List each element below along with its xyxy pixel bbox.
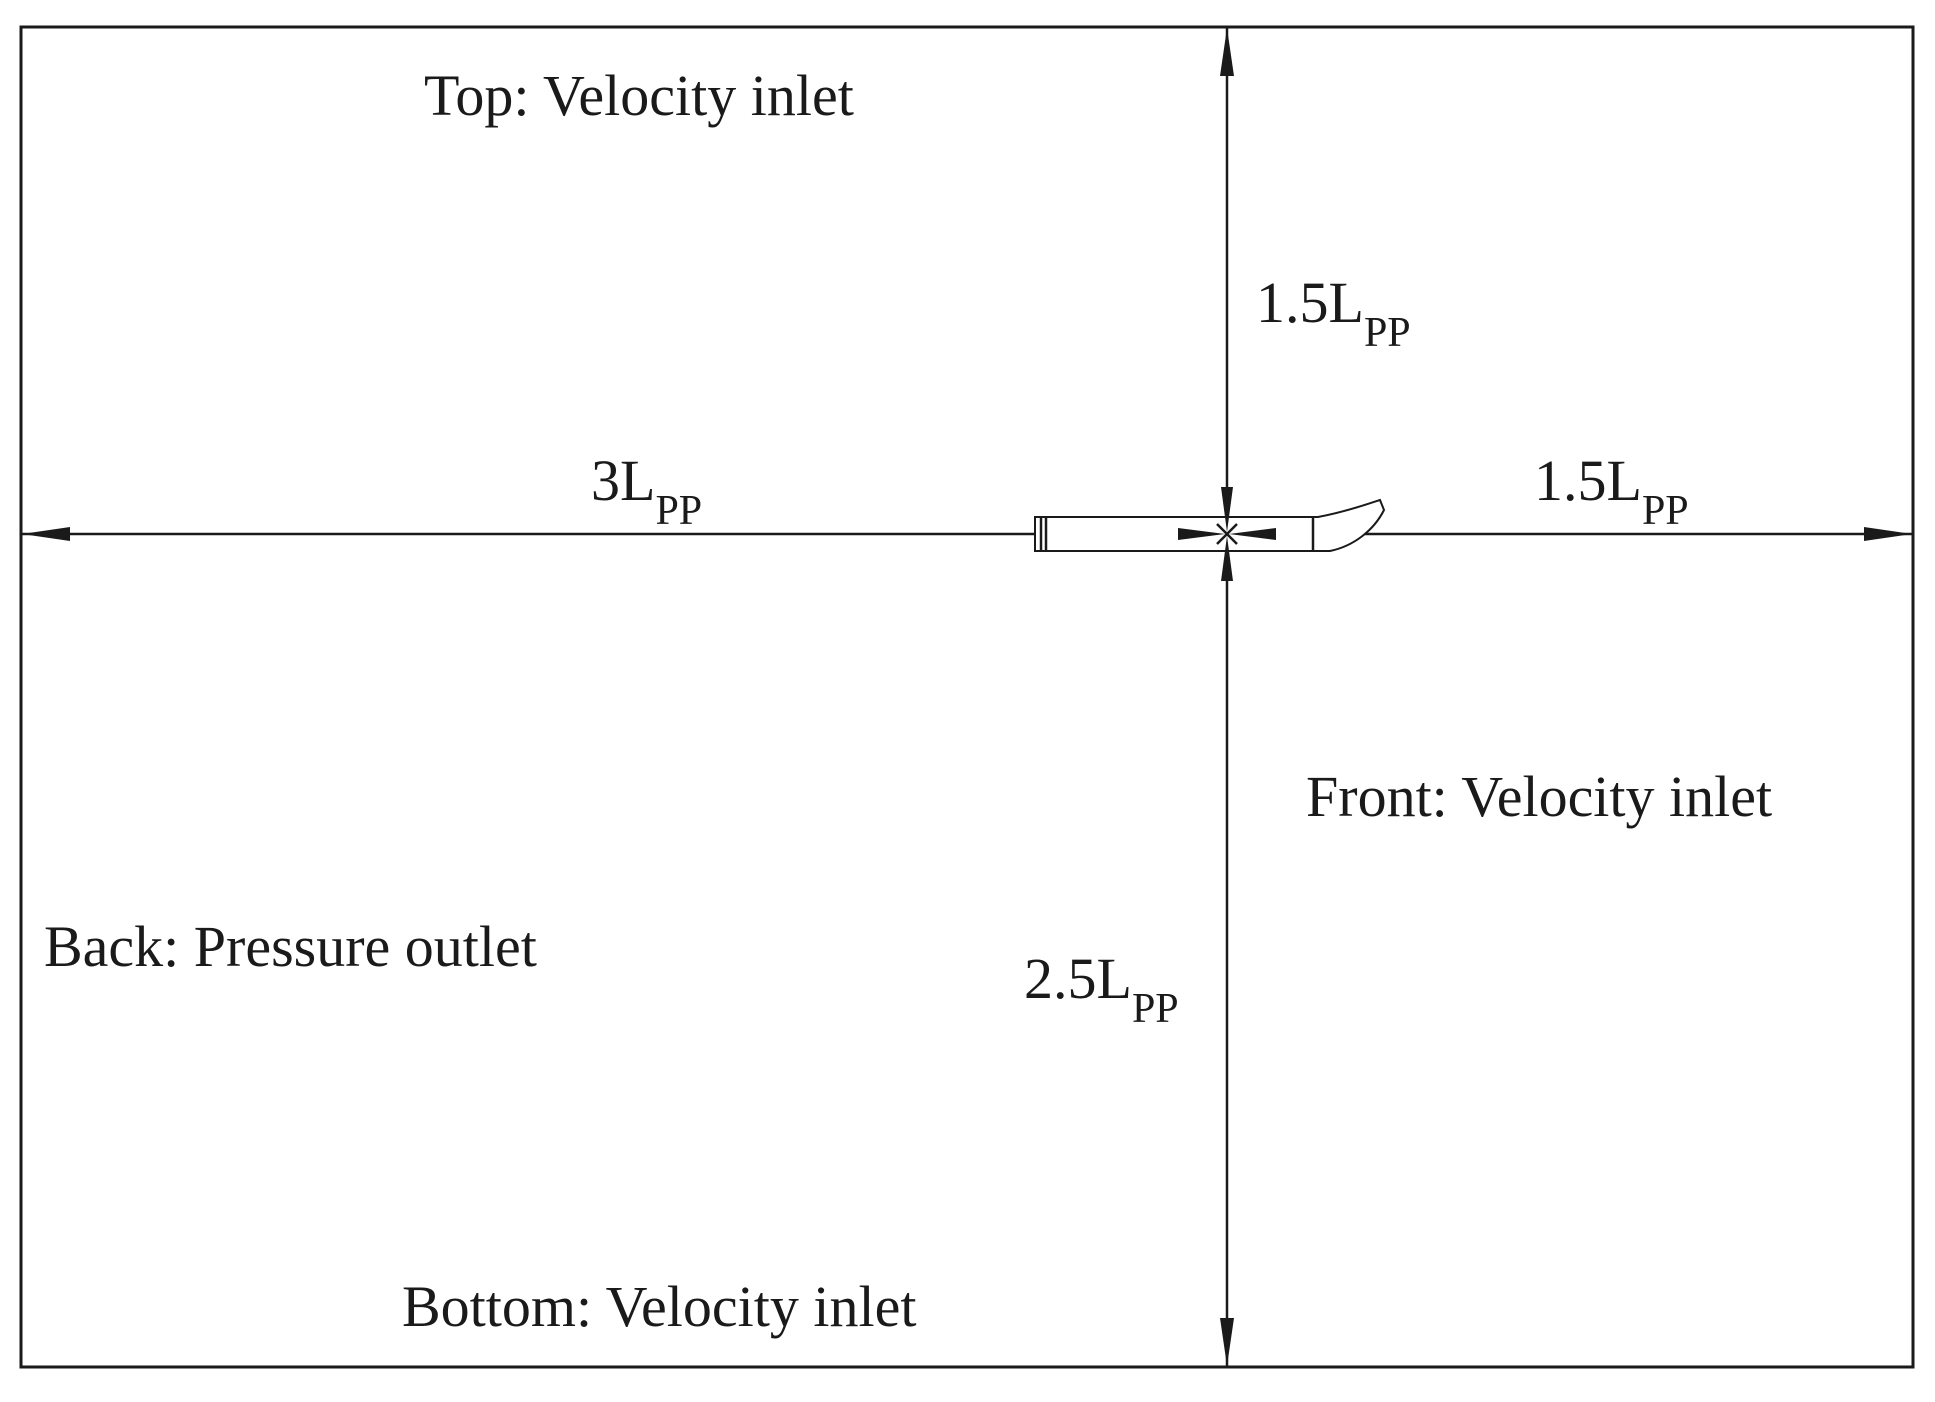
bottom-boundary-label: Bottom: Velocity inlet bbox=[402, 1274, 916, 1339]
downstream-length-label: 3LPP bbox=[591, 448, 702, 534]
domain-boundary-frame bbox=[19, 25, 1915, 1369]
upstream-length-value: 1.5L bbox=[1534, 448, 1642, 513]
back-boundary-label: Back: Pressure outlet bbox=[44, 914, 537, 979]
arrow-bottom-boundary bbox=[1220, 1318, 1234, 1366]
above-height-label: 1.5LPP bbox=[1256, 270, 1411, 356]
arrow-right-boundary bbox=[1864, 527, 1912, 541]
above-height-value: 1.5L bbox=[1256, 270, 1364, 335]
front-boundary-label: Front: Velocity inlet bbox=[1306, 764, 1772, 829]
below-height-value: 2.5L bbox=[1024, 946, 1132, 1011]
arrow-left-boundary bbox=[22, 527, 70, 541]
below-height-label: 2.5LPP bbox=[1024, 946, 1179, 1032]
above-height-subscript: PP bbox=[1364, 310, 1411, 356]
upstream-length-subscript: PP bbox=[1642, 488, 1689, 534]
arrow-top-boundary bbox=[1220, 28, 1234, 76]
downstream-length-value: 3L bbox=[591, 448, 655, 513]
below-height-subscript: PP bbox=[1132, 986, 1179, 1032]
ship-hull bbox=[1034, 498, 1386, 552]
origin-marker bbox=[1178, 487, 1276, 581]
upstream-length-label: 1.5LPP bbox=[1534, 448, 1689, 534]
downstream-length-subscript: PP bbox=[655, 488, 702, 534]
top-boundary-label: Top: Velocity inlet bbox=[424, 63, 854, 128]
